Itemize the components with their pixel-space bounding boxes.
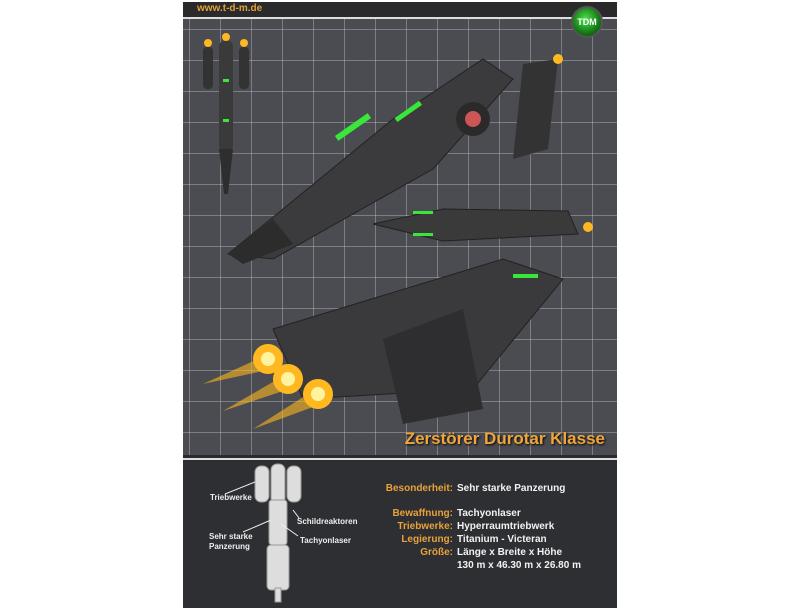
spec-value: Hyperraumtriebwerk (457, 521, 555, 532)
label-armor-1: Sehr starke (209, 532, 253, 541)
label-tachyon-laser: Tachyonlaser (300, 536, 351, 545)
ship-top-view (203, 33, 249, 194)
label-shield-reactors: Schildreaktoren (297, 517, 358, 526)
spec-key: Größe: (420, 547, 453, 558)
spec-panel: Triebwerke Schildreaktoren Sehr starke P… (183, 458, 617, 608)
spec-value: Länge x Breite x Höhe (457, 547, 563, 558)
spec-value: Sehr starke Panzerung (457, 483, 566, 494)
spec-key: Bewaffnung: (392, 508, 453, 519)
spec-key: Besonderheit: (385, 483, 453, 494)
ship-side-view (372, 208, 593, 242)
ship-poster: www.t-d-m.de TDM (183, 2, 617, 608)
tdm-logo: TDM (571, 6, 603, 38)
spec-value: Tachyonlaser (457, 508, 521, 519)
ship-title: Zerstörer Durotar Klasse (404, 429, 605, 448)
label-armor-2: Panzerung (209, 542, 250, 551)
ship-rear-view (203, 258, 564, 429)
ship-perspective-view (226, 54, 563, 264)
spec-key: Legierung: (401, 534, 453, 545)
ship-renders (203, 33, 593, 429)
website-link[interactable]: www.t-d-m.de (197, 3, 263, 14)
spec-value: Titanium - Victeran (457, 534, 547, 545)
header-bar: www.t-d-m.de (183, 2, 617, 19)
spec-key: Triebwerke: (397, 521, 453, 532)
render-area: Zerstörer Durotar Klasse (183, 19, 617, 455)
spec-value: 130 m x 46.30 m x 26.80 m (457, 560, 581, 571)
ship-schematic (224, 463, 302, 603)
label-engines: Triebwerke (210, 493, 252, 502)
